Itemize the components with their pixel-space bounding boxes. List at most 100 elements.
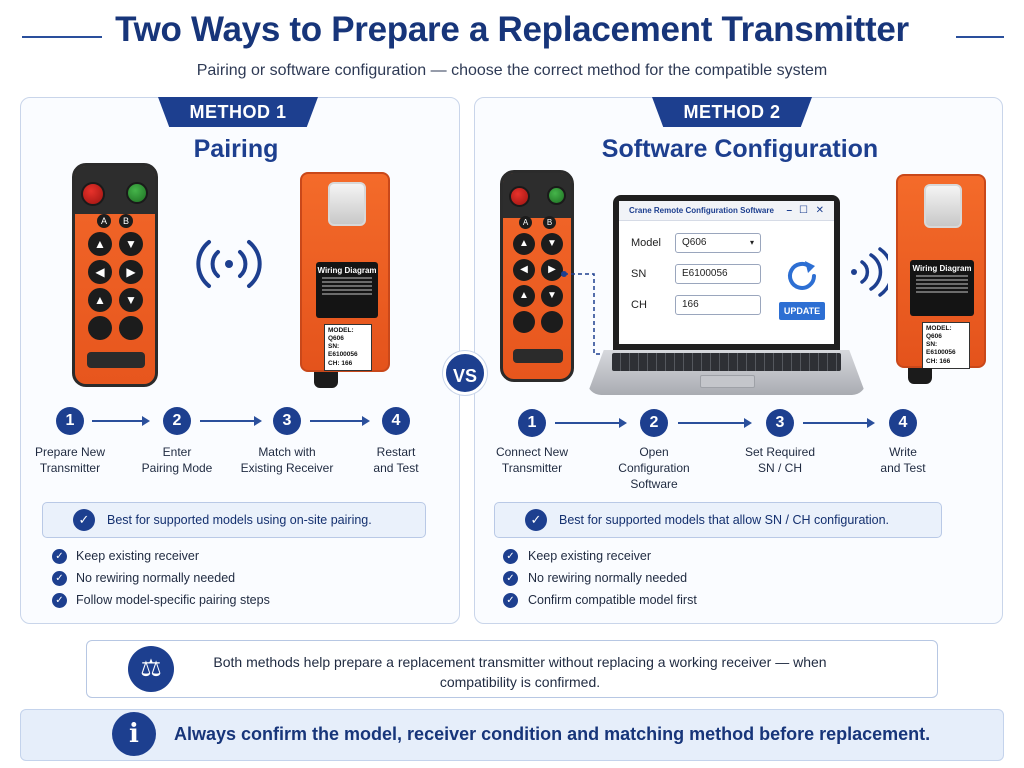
method2-bullet-2: No rewiring normally needed (528, 571, 688, 585)
receiver-sn-line: SN: E6100056 (328, 343, 358, 359)
check-circle-icon: ✓ (525, 509, 547, 531)
method2-remote-transmitter: A B ▲ ▼ ◀ ▶ ▲ ▼ (500, 170, 574, 382)
arrow-down-icon: ▼ (541, 233, 563, 255)
method1-remote-transmitter: A B ▲ ▼ ◀ ▶ ▲ ▼ (72, 163, 158, 387)
receiver-lamp (924, 184, 962, 228)
button-a-icon: A (97, 214, 111, 228)
method1-step-1-number: 1 (56, 407, 84, 435)
method2-step-3-number: 3 (766, 409, 794, 437)
balance-scale-icon: ⚖ (128, 646, 174, 692)
arrow-right-icon: ▶ (541, 259, 563, 281)
versus-badge: VS (443, 351, 487, 395)
step-arrow (678, 418, 752, 428)
configuration-software-window: Crane Remote Configuration Software – ☐ … (619, 201, 834, 344)
receiver-cable-gland (908, 368, 932, 384)
window-titlebar: Crane Remote Configuration Software – ☐ … (619, 201, 834, 221)
arrow-up-left-icon: ▲ (513, 285, 535, 307)
method2-step-4-number: 4 (889, 409, 917, 437)
laptop-keyboard (612, 353, 841, 371)
refresh-icon (788, 261, 816, 290)
wireless-signal-icon (851, 247, 888, 297)
check-icon: ✓ (52, 571, 67, 586)
header-rule-right (956, 36, 1004, 38)
method2-receiver: Wiring Diagram MODEL: Q606 SN: E6100056 … (896, 174, 986, 369)
laptop-screen: Crane Remote Configuration Software – ☐ … (613, 195, 840, 350)
step-arrow (92, 416, 150, 426)
check-icon: ✓ (503, 593, 518, 608)
receiver-lamp (328, 182, 366, 226)
method1-step-4-number: 4 (382, 407, 410, 435)
receiver-sn-line: SN: E6100056 (926, 341, 956, 357)
model-select-value: Q606 (682, 237, 707, 248)
method2-step-1-number: 1 (518, 409, 546, 437)
method2-best-for: Best for supported models that allow SN … (494, 502, 942, 538)
arrow-left-icon: ◀ (513, 259, 535, 281)
usb-cable-connector (561, 271, 614, 355)
check-icon: ✓ (52, 593, 67, 608)
method1-step-3-number: 3 (273, 407, 301, 435)
receiver-ch-line: CH: 166 (328, 359, 353, 367)
arrow-up-left-icon: ▲ (88, 288, 112, 312)
close-icon[interactable]: ✕ (815, 205, 824, 216)
arrow-right-icon: ▶ (119, 260, 143, 284)
arrow-up-icon: ▲ (513, 233, 535, 255)
method1-best-for: Best for supported models using on-site … (42, 502, 426, 538)
arrow-up-icon: ▲ (88, 232, 112, 256)
method2-bullet-1: Keep existing receiver (528, 549, 651, 563)
ch-input[interactable]: 166 (675, 295, 761, 315)
ch-label: CH (631, 299, 647, 311)
wiring-diagram-title: Wiring Diagram (317, 266, 377, 275)
method1-title: Pairing (193, 135, 279, 163)
button-b-icon: B (119, 214, 133, 228)
method1-bullet-2: No rewiring normally needed (76, 571, 236, 585)
arrow-left-icon: ◀ (88, 260, 112, 284)
update-button[interactable]: UPDATE (779, 302, 825, 320)
method2-step-2-number: 2 (640, 409, 668, 437)
start-button-icon (126, 182, 148, 204)
minimize-icon[interactable]: – (786, 205, 792, 216)
maximize-icon[interactable]: ☐ (799, 205, 808, 216)
sn-label: SN (631, 268, 647, 280)
summary-note-box (86, 640, 938, 698)
footer-text: Always confirm the model, receiver condi… (174, 724, 931, 744)
model-select[interactable]: Q606 ▾ (675, 233, 761, 253)
remote-brand-badge (513, 349, 563, 363)
step-arrow (803, 418, 875, 428)
receiver-model-line: MODEL: Q606 (926, 325, 952, 341)
wireless-signal-icon (196, 240, 262, 288)
info-icon: i (112, 712, 156, 756)
laptop-touchpad (700, 375, 755, 388)
wiring-diagram-title: Wiring Diagram (912, 264, 972, 273)
method1-bullet-3: Follow model-specific pairing steps (76, 593, 270, 607)
sn-input[interactable]: E6100056 (675, 264, 761, 284)
emergency-stop-icon (81, 182, 105, 206)
arrow-down-right-icon: ▼ (541, 285, 563, 307)
step-arrow (310, 416, 370, 426)
step-arrow (555, 418, 627, 428)
button-a-icon: A (519, 216, 532, 229)
receiver-model-tag: MODEL: Q606 SN: E6100056 CH: 166 (324, 324, 372, 371)
method2-ribbon: METHOD 2 (652, 97, 812, 127)
blank-button-icon (513, 311, 535, 333)
start-button-icon (547, 186, 566, 205)
page-subtitle: Pairing or software configuration — choo… (196, 62, 828, 79)
blank-button-icon (541, 311, 563, 333)
emergency-stop-icon (509, 186, 530, 207)
check-icon: ✓ (52, 549, 67, 564)
wiring-diagram-label: Wiring Diagram (316, 262, 378, 318)
method2-title: Software Configuration (601, 135, 879, 163)
footer-banner (20, 709, 1004, 761)
header-rule-left (22, 36, 102, 38)
window-title: Crane Remote Configuration Software (629, 206, 774, 215)
receiver-model-tag: MODEL: Q606 SN: E6100056 CH: 166 (922, 322, 970, 369)
method1-ribbon: METHOD 1 (158, 97, 318, 127)
chevron-down-icon: ▾ (749, 238, 754, 247)
